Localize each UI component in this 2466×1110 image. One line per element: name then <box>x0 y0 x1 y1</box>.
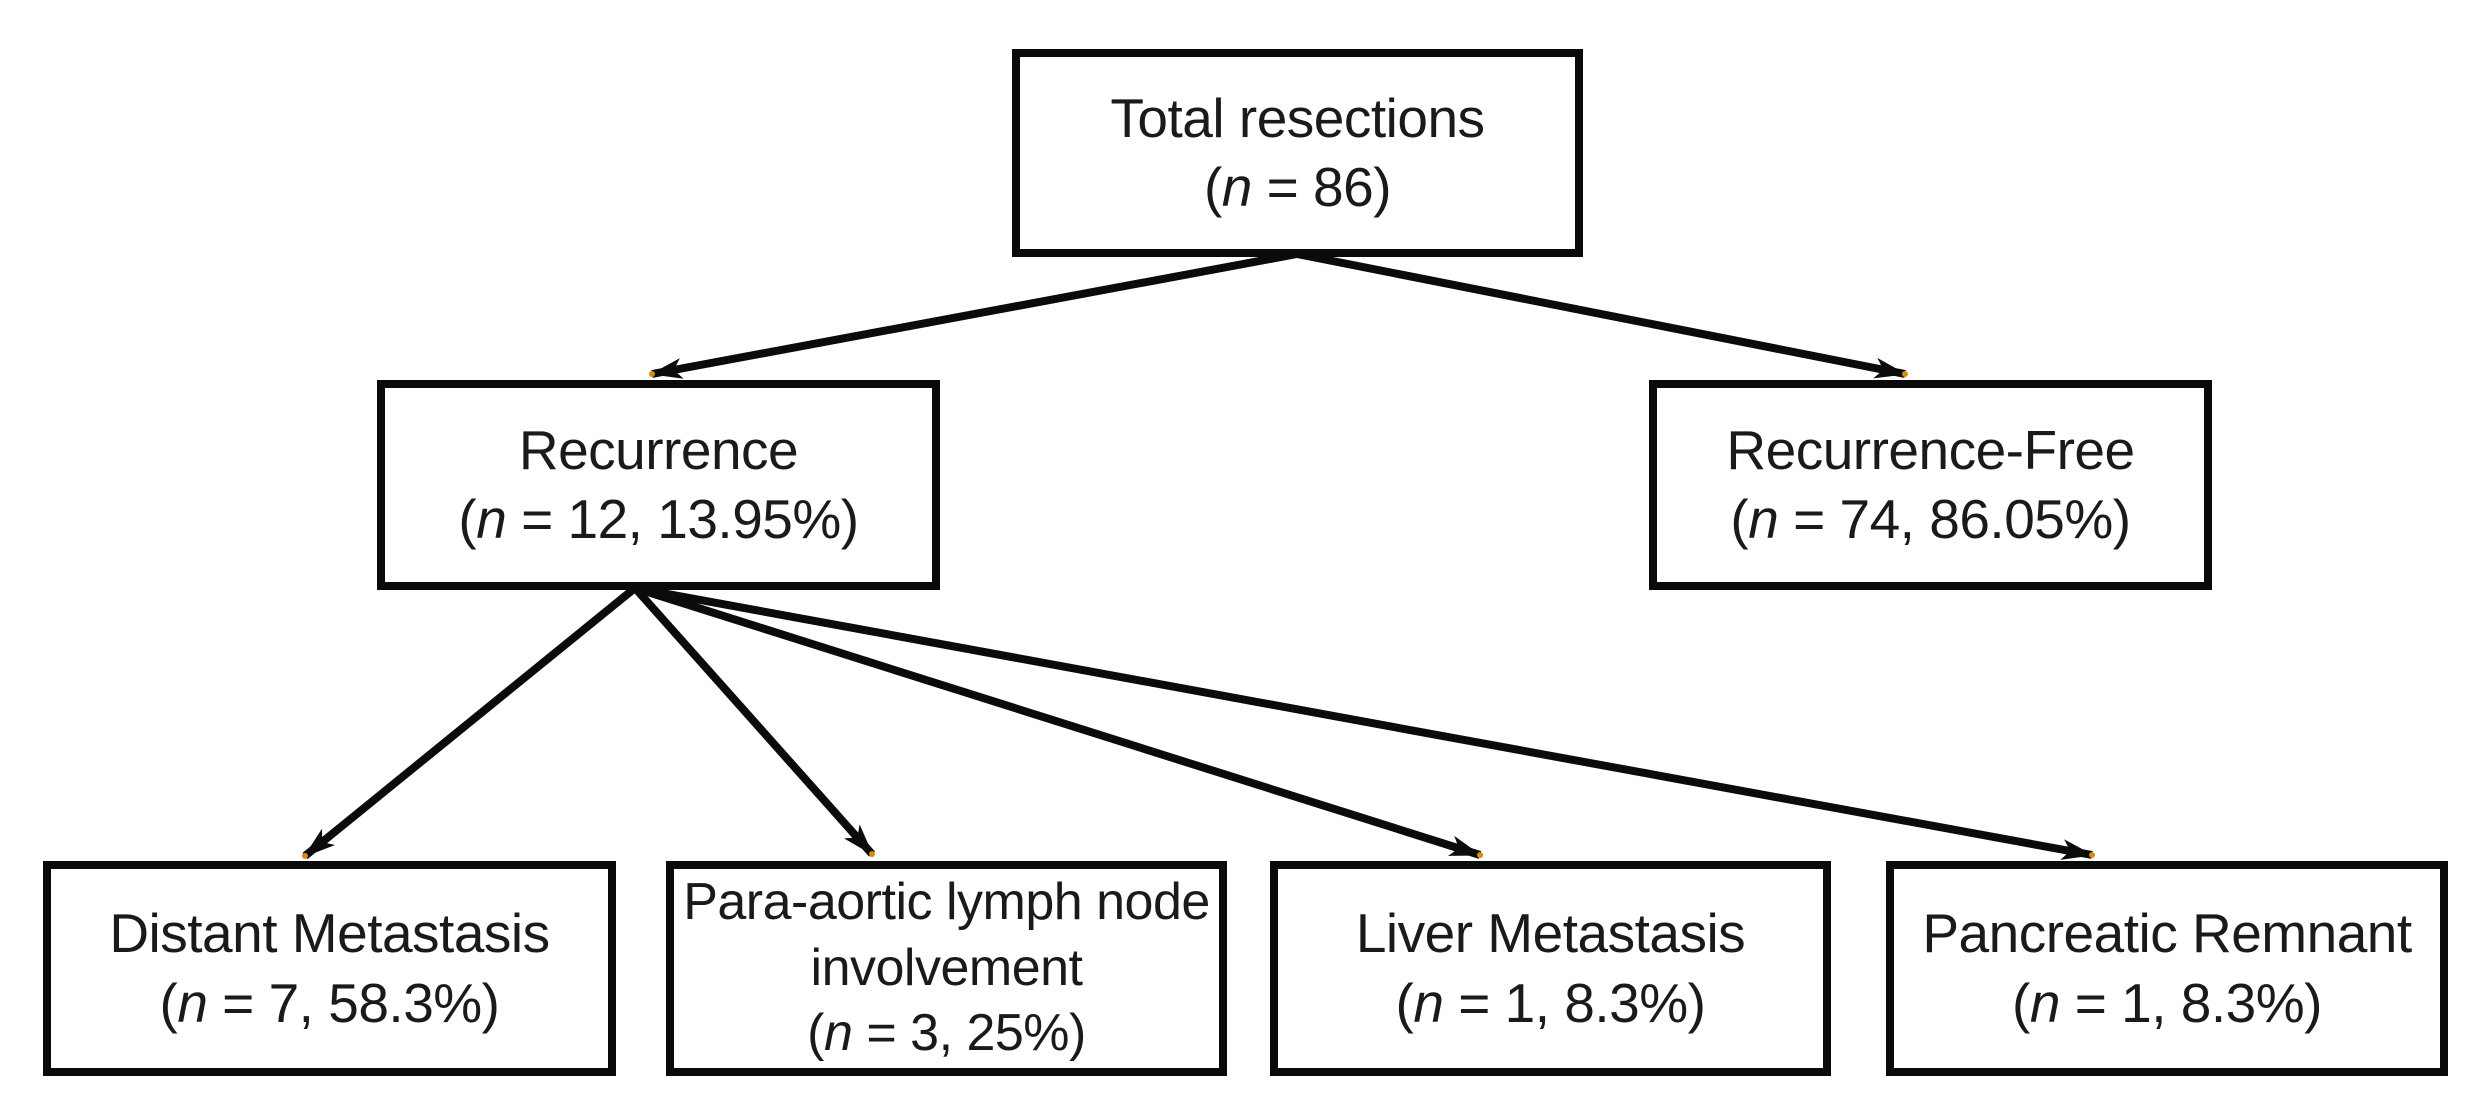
node-distant-metastasis: Distant Metastasis (n = 7, 58.3%) <box>43 861 616 1076</box>
arrow-recurrence-to-para_aortic <box>632 585 875 857</box>
arrow-recurrence-to-liver <box>633 584 1482 859</box>
count-value: = 3, 25%) <box>852 1004 1086 1063</box>
count-variable: n <box>1221 156 1253 218</box>
node-label: Liver Metastasis <box>1355 902 1746 965</box>
count-open-paren: ( <box>2012 971 2030 1034</box>
node-count: (n = 7, 58.3%) <box>159 969 500 1038</box>
arrow-recurrence-to-distant <box>302 584 638 860</box>
node-recurrence-free: Recurrence-Free (n = 74, 86.05%) <box>1649 380 2212 590</box>
count-open-paren: ( <box>1203 156 1222 218</box>
count-open-paren: ( <box>159 971 178 1034</box>
count-open-paren: ( <box>807 1004 824 1063</box>
arrow-total-to-recurrence_free <box>1296 250 1907 379</box>
node-total-resections: Total resections (n = 86) <box>1012 49 1583 257</box>
node-label-line2: involvement <box>810 938 1083 997</box>
node-count: (n = 3, 25%) <box>807 1001 1086 1067</box>
node-count: (n = 74, 86.05%) <box>1730 485 2131 554</box>
node-label: Recurrence <box>518 418 799 481</box>
node-liver-metastasis: Liver Metastasis (n = 1, 8.3%) <box>1270 861 1831 1076</box>
node-pancreatic-remnant: Pancreatic Remnant (n = 1, 8.3%) <box>1886 861 2448 1076</box>
arrow-tip-dot <box>869 851 875 857</box>
count-open-paren: ( <box>458 488 477 550</box>
count-variable: n <box>2029 971 2061 1034</box>
count-variable: n <box>476 488 507 550</box>
node-recurrence: Recurrence (n = 12, 13.95%) <box>377 380 940 590</box>
arrow-recurrence-to-pancreatic <box>634 584 2094 860</box>
node-label: Total resections <box>1110 86 1485 149</box>
count-value: = 1, 8.3%) <box>2059 971 2323 1034</box>
count-value: = 7, 58.3%) <box>207 971 500 1034</box>
node-count: (n = 86) <box>1203 153 1392 222</box>
arrow-tip-dot <box>302 853 308 859</box>
arrow-tip-dot <box>649 371 655 377</box>
count-value: = 86) <box>1251 156 1392 218</box>
arrow-total-to-recurrence <box>650 250 1298 379</box>
node-label: Pancreatic Remnant <box>1922 902 2412 965</box>
node-label: Para-aortic lymph node <box>683 873 1210 932</box>
count-variable: n <box>1748 488 1779 550</box>
count-value: = 74, 86.05%) <box>1778 488 2131 550</box>
node-label: Distant Metastasis <box>109 902 550 965</box>
arrows-group <box>302 250 2095 860</box>
node-para-aortic-lymph-node: Para-aortic lymph node involvement (n = … <box>666 861 1227 1076</box>
node-count: (n = 1, 8.3%) <box>2012 969 2322 1038</box>
count-open-paren: ( <box>1395 971 1414 1034</box>
count-open-paren: ( <box>1730 488 1749 550</box>
arrow-tip-dot <box>1477 852 1483 858</box>
count-variable: n <box>823 1004 853 1063</box>
count-value: = 12, 13.95%) <box>506 488 859 550</box>
count-value: = 1, 8.3%) <box>1443 971 1706 1034</box>
count-variable: n <box>1413 971 1444 1034</box>
count-variable: n <box>177 971 208 1034</box>
arrow-tip-dot <box>2089 852 2095 858</box>
arrow-tip-dot <box>1902 371 1908 377</box>
node-label: Recurrence-Free <box>1726 418 2135 481</box>
node-count: (n = 12, 13.95%) <box>458 485 859 554</box>
node-count: (n = 1, 8.3%) <box>1396 969 1706 1038</box>
